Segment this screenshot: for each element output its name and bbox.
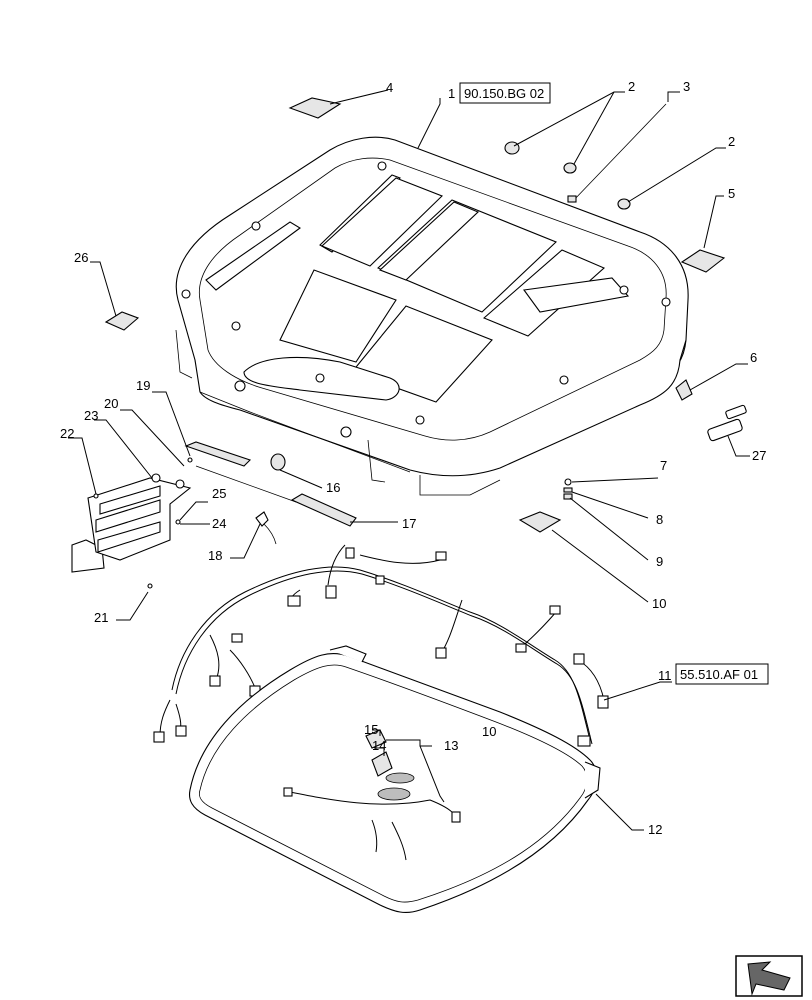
lamp-15 [365, 729, 387, 749]
callout-2b: 2 [728, 134, 735, 149]
callout-25: 25 [212, 486, 226, 501]
callout-11: 11 [658, 668, 672, 683]
callout-3: 3 [683, 79, 690, 94]
screw-25 [187, 457, 193, 463]
lamp-connector-18 [255, 511, 269, 527]
roof-panel [175, 136, 689, 496]
push-pin-27 [707, 404, 747, 442]
cable-tie-3 [571, 103, 667, 203]
screw-21 [147, 583, 153, 589]
callout-15: 15 [364, 722, 378, 737]
callout-26: 26 [74, 250, 88, 265]
callout-27: 27 [752, 448, 766, 463]
callout-23: 23 [84, 408, 98, 423]
trim-strip-19 [184, 441, 252, 467]
reference-box-harness: 55.510.AF 01 [675, 663, 769, 685]
callout-24: 24 [212, 516, 226, 531]
roof-reference: 90.150.BG 02 [464, 86, 544, 101]
callout-22: 22 [60, 426, 74, 441]
callout-19: 19 [136, 378, 150, 393]
screw-24 [175, 519, 181, 525]
lens-13a [385, 772, 415, 784]
callout-10: 10 [652, 596, 666, 611]
screw-7 [564, 478, 572, 486]
lens-13b [377, 787, 411, 801]
screw-22 [93, 493, 99, 499]
callout-1: 1 [448, 86, 455, 101]
leader-lines [68, 89, 750, 831]
clip-2c [617, 198, 631, 210]
callout-4: 4 [386, 80, 393, 95]
callout-18: 18 [208, 548, 222, 563]
harness-reference: 55.510.AF 01 [680, 667, 758, 682]
callout-13: 13 [444, 738, 458, 753]
clip-2a [504, 141, 520, 155]
callout-8: 8 [656, 512, 663, 527]
callout-20: 20 [104, 396, 118, 411]
callout-9: 9 [656, 554, 663, 569]
callout-16: 16 [326, 480, 340, 495]
pad-5 [680, 249, 726, 273]
callout-6: 6 [750, 350, 757, 365]
callout-14: 14 [372, 738, 386, 753]
page-navigation-arrow-icon[interactable] [735, 955, 803, 997]
callout-7: 7 [660, 458, 667, 473]
callout-labels: 1 2 3 2 4 5 26 6 27 7 8 9 10 11 12 16 17… [60, 79, 766, 837]
pad-4 [288, 97, 342, 119]
lamp-14 [371, 751, 393, 777]
small-components [71, 97, 747, 861]
washer-8 [563, 487, 573, 493]
bracket-assembly [71, 473, 192, 573]
callout-17: 17 [402, 516, 416, 531]
pad-26 [104, 311, 140, 331]
callout-5: 5 [728, 186, 735, 201]
roof-seal-gasket [188, 645, 601, 914]
clip-2b [563, 162, 577, 174]
callout-12: 12 [648, 822, 662, 837]
plug-16 [270, 453, 286, 471]
nut-9 [563, 493, 573, 500]
clip-6 [675, 379, 693, 401]
callout-21: 21 [94, 610, 108, 625]
trim-strip-17 [290, 493, 357, 527]
callout-2a: 2 [628, 79, 635, 94]
reference-box-roof: 90.150.BG 02 [459, 82, 551, 104]
wiring-harness [153, 544, 609, 747]
callout-10b: 10 [482, 724, 496, 739]
grommet-10 [518, 511, 562, 533]
